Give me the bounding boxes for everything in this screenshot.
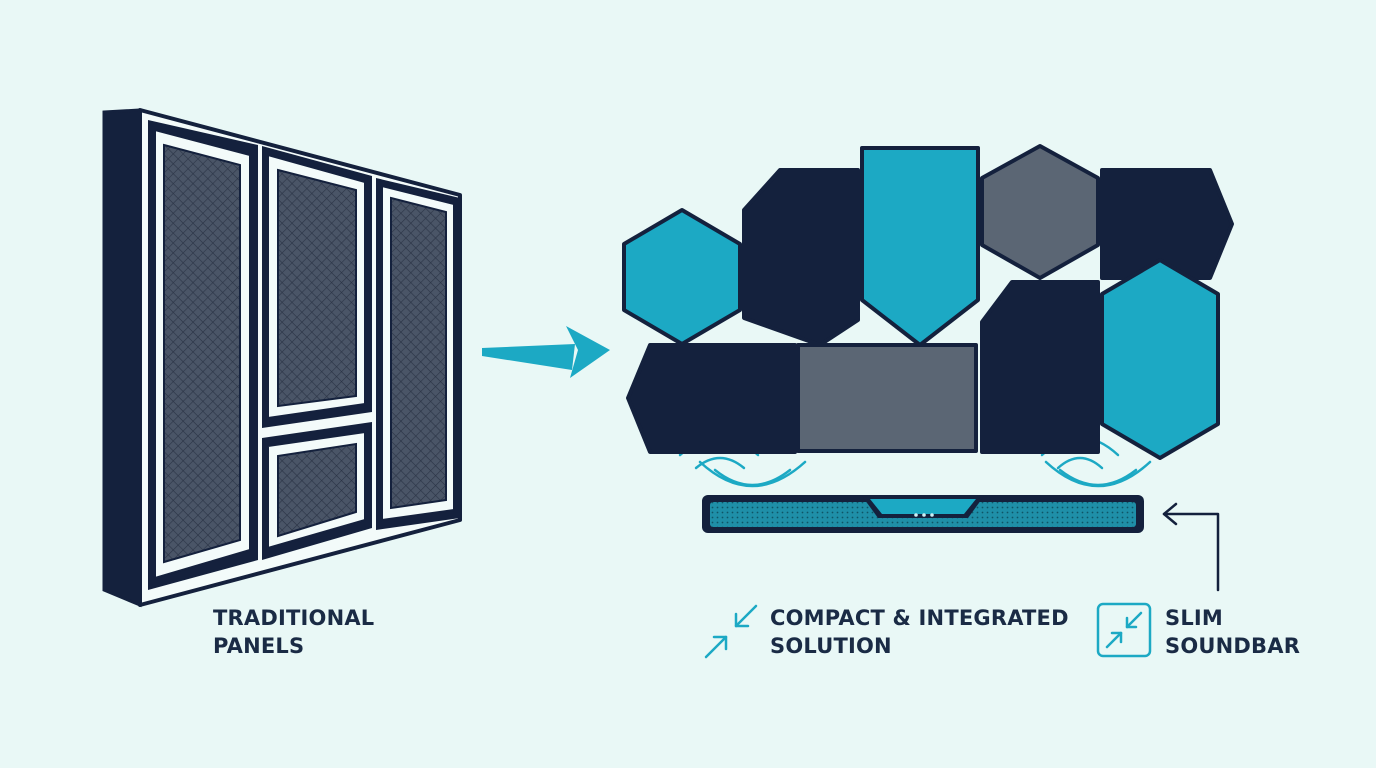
label-line: COMPACT & INTEGRATED — [770, 606, 1069, 630]
label-line: TRADITIONAL — [213, 606, 375, 630]
elbow-arrow-icon — [1162, 502, 1220, 592]
label-line: SOUNDBAR — [1165, 634, 1301, 658]
label-line: PANELS — [213, 634, 305, 658]
angled-panel — [626, 343, 797, 454]
compress-box-icon — [1096, 602, 1152, 658]
integrated-panel-cluster — [622, 144, 1234, 460]
rectangle-panel — [796, 343, 978, 453]
tall-panel — [742, 168, 860, 347]
traditional-panels-label: TRADITIONAL PANELS — [213, 604, 374, 660]
sound-wave-icon — [698, 460, 1152, 488]
label-line: SLIM — [1165, 606, 1224, 630]
soundbar — [702, 495, 1144, 533]
label-line: SOLUTION — [770, 634, 892, 658]
acoustic-panel — [148, 120, 258, 590]
shield-panel — [860, 146, 980, 347]
hexagon-panel — [1100, 258, 1220, 460]
angled-panel — [980, 280, 1100, 454]
hexagon-panel — [980, 144, 1100, 280]
acoustic-panel — [262, 422, 372, 560]
traditional-panels — [102, 108, 462, 608]
arrow-right-icon — [482, 326, 610, 378]
angled-panel — [1100, 168, 1234, 280]
compact-solution-label: COMPACT & INTEGRATED SOLUTION — [770, 604, 1069, 660]
acoustic-panel — [262, 146, 372, 428]
slim-soundbar-label: SLIM SOUNDBAR — [1165, 604, 1300, 660]
acoustic-panel — [376, 178, 460, 530]
hexagon-panel — [622, 208, 742, 346]
compress-arrows-icon — [704, 604, 758, 659]
